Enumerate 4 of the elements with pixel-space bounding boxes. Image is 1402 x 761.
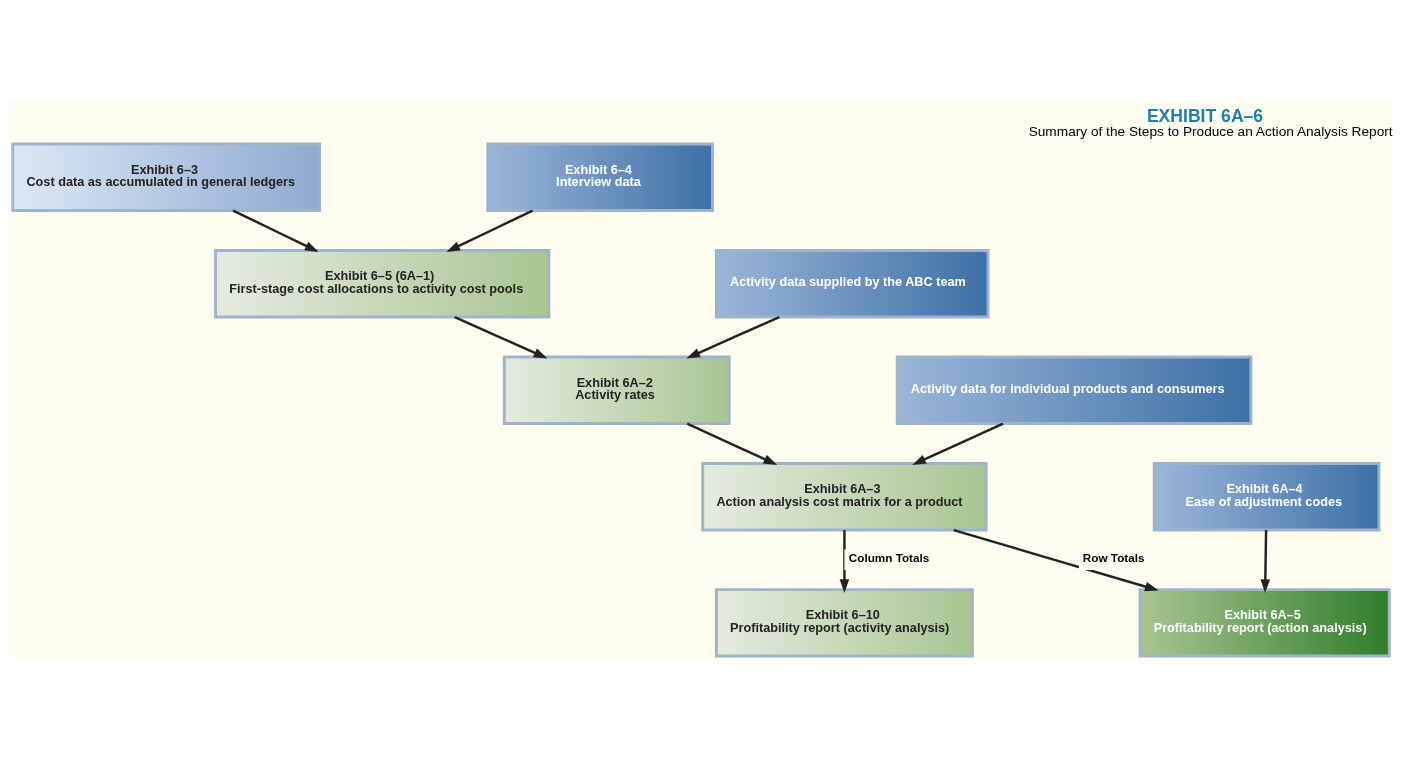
caption: Summary of the Steps to Produce an Action Analysis Report bbox=[1028, 124, 1393, 140]
diagram-title: EXHIBIT 6A–6 bbox=[1146, 105, 1264, 126]
edge-label: Row Totals bbox=[1082, 551, 1145, 565]
edge-label: Column Totals bbox=[848, 551, 930, 565]
